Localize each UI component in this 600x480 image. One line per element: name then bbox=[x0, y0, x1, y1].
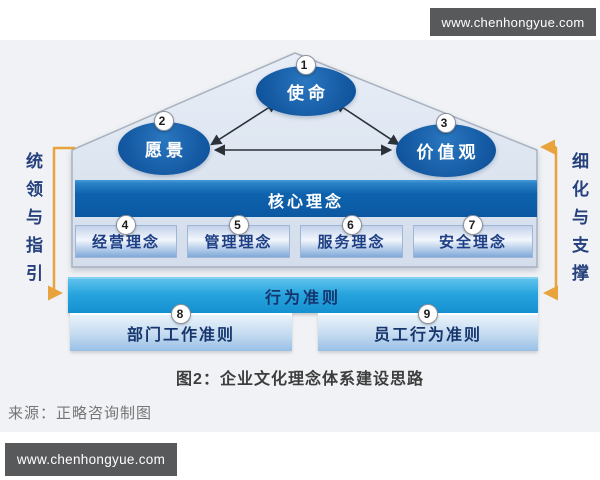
watermark-top: www.chenhongyue.com bbox=[430, 8, 596, 36]
concept-safety-label: 安全理念 bbox=[438, 234, 507, 251]
guideline-employee-badge: 9 bbox=[418, 304, 438, 324]
vision-label: 愿景 bbox=[145, 141, 187, 160]
vision-ellipse: 2 愿景 bbox=[118, 111, 210, 175]
concept-service-badge: 6 bbox=[341, 215, 362, 235]
arrow-vision-mission bbox=[210, 101, 278, 146]
source-note: 来源：正略咨询制图 bbox=[8, 405, 153, 422]
concept-service-label: 服务理念 bbox=[317, 234, 386, 251]
values-label: 价值观 bbox=[416, 143, 480, 162]
right-bracket-label: 细化与支撑 bbox=[569, 152, 588, 292]
arrow-mission-values bbox=[334, 101, 400, 146]
guideline-box-employee: 9 员工行为准则 bbox=[318, 304, 538, 351]
concept-management-badge: 5 bbox=[228, 215, 249, 235]
concept-box-safety: 7 安全理念 bbox=[413, 215, 533, 258]
left-bracket-label: 统领与指引 bbox=[23, 152, 42, 292]
mission-ellipse: 1 使命 bbox=[256, 55, 356, 116]
vision-number-badge: 2 bbox=[154, 111, 174, 131]
concept-box-management: 5 管理理念 bbox=[187, 215, 290, 258]
concept-management-label: 管理理念 bbox=[204, 234, 273, 251]
mission-label: 使命 bbox=[287, 83, 329, 103]
guideline-department-badge: 8 bbox=[171, 304, 191, 324]
conduct-bar: 行为准则 bbox=[68, 277, 538, 313]
watermark-bottom: www.chenhongyue.com bbox=[5, 443, 177, 476]
concept-business-label: 经营理念 bbox=[91, 234, 160, 251]
guideline-box-department: 8 部门工作准则 bbox=[70, 304, 292, 351]
concept-box-business: 4 经营理念 bbox=[75, 215, 177, 258]
left-bracket bbox=[48, 146, 75, 301]
guideline-employee-label: 员工行为准则 bbox=[373, 327, 482, 344]
concept-business-badge: 4 bbox=[116, 215, 136, 235]
concept-box-service: 6 服务理念 bbox=[300, 215, 403, 258]
mission-number-badge: 1 bbox=[296, 55, 316, 75]
figure-caption: 图2：企业文化理念体系建设思路 bbox=[176, 371, 424, 388]
diagram-panel: 1 使命 2 愿景 3 价值观 核心理念 4 经营理念 5 管理理念 6 服务理… bbox=[0, 40, 600, 432]
core-concept-bar: 核心理念 bbox=[75, 180, 537, 217]
guideline-department-label: 部门工作准则 bbox=[126, 327, 235, 344]
values-ellipse: 3 价值观 bbox=[396, 113, 496, 177]
values-number-badge: 3 bbox=[436, 113, 456, 133]
concept-safety-badge: 7 bbox=[463, 215, 483, 235]
right-bracket bbox=[543, 147, 558, 301]
